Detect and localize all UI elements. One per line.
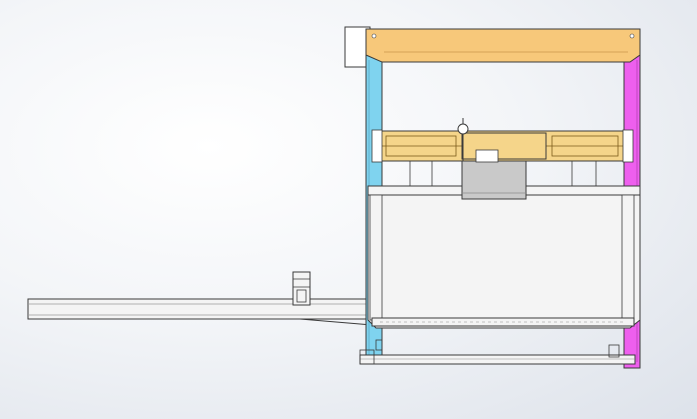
inner-frame bbox=[367, 185, 641, 329]
base-rail bbox=[359, 339, 636, 365]
carriage-hangers bbox=[409, 161, 597, 186]
rail-post bbox=[292, 271, 311, 306]
outfeed-rail bbox=[27, 298, 375, 326]
spindle-head bbox=[461, 149, 527, 200]
gantry-carriage bbox=[371, 118, 634, 163]
top-beam bbox=[365, 28, 641, 63]
